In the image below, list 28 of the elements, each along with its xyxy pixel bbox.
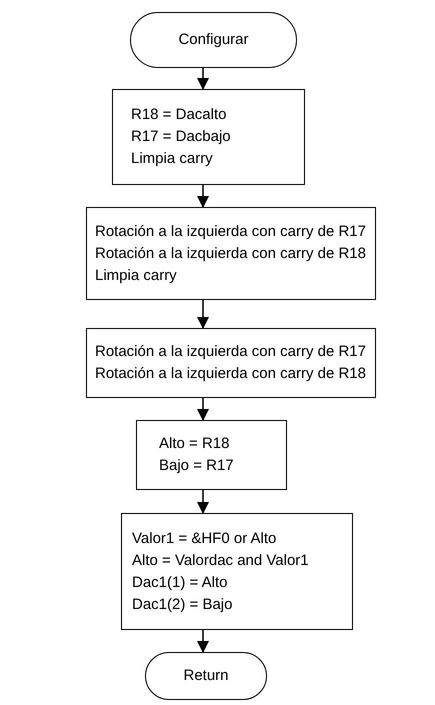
terminal-label: Return [183,666,229,686]
process-box [86,207,376,300]
arrow [197,185,209,208]
statement-text: Dac1(1) = Alto [132,572,228,592]
statement-text: R18 = Dacalto [131,105,226,125]
statement-text: Limpia carry [95,266,177,286]
terminal-shape [145,652,267,700]
arrow [197,490,209,514]
statement-text: Alto = R18 [159,434,230,454]
process-box [112,89,305,185]
statement-text: Bajo = R17 [159,456,234,476]
statement-text: Dac1(2) = Bajo [132,594,232,614]
statement-text: Rotación a la izquierda con carry de R17 [95,342,366,362]
process-box [121,513,353,630]
terminal-label: Configurar [178,30,249,50]
arrow [197,300,209,329]
statement-text: R17 = Dacbajo [131,127,231,147]
statement-text: Alto = Valordac and Valor1 [132,550,309,570]
statement-text: Rotación a la izquierda con carry de R18 [95,244,366,264]
process-box [136,420,287,490]
arrow [197,398,209,421]
process-box [86,328,376,398]
arrow [197,68,209,90]
statement-text: Rotación a la izquierda con carry de R17 [95,222,366,242]
statement-text: Limpia carry [131,149,213,169]
statement-text: Rotación a la izquierda con carry de R18 [95,364,366,384]
statement-text: Valor1 = &HF0 or Alto [132,528,276,548]
arrow [197,630,209,653]
